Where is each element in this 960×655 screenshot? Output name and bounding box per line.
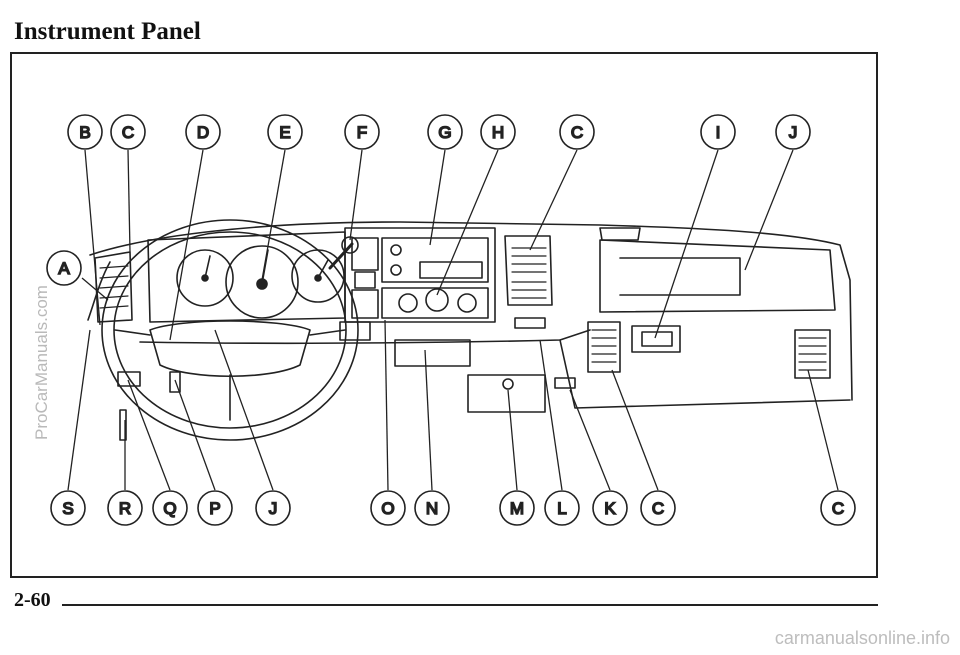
center-vent — [504, 235, 553, 306]
callout-I: I — [700, 114, 736, 150]
callout-H: H — [480, 114, 516, 150]
svg-text:N: N — [426, 499, 438, 518]
steering-wheel — [101, 219, 359, 441]
svg-text:P: P — [209, 499, 220, 518]
lower-vent-center — [587, 321, 621, 373]
svg-text:M: M — [510, 499, 524, 518]
svg-text:R: R — [119, 499, 131, 518]
svg-text:Q: Q — [163, 499, 176, 518]
callout-D: D — [185, 114, 221, 150]
svg-text:S: S — [62, 499, 73, 518]
figure-frame — [10, 52, 878, 578]
page-number: 2-60 — [14, 589, 51, 611]
svg-text:C: C — [122, 123, 134, 142]
svg-text:J: J — [269, 499, 278, 518]
svg-text:I: I — [716, 123, 721, 142]
callout-P: P — [197, 490, 233, 526]
steering-hub — [149, 320, 311, 377]
callout-C: C — [110, 114, 146, 150]
callout-J: J — [775, 114, 811, 150]
footer-rule — [62, 604, 878, 606]
glovebox-panel — [599, 239, 836, 313]
svg-text:E: E — [279, 123, 290, 142]
callout-Q: Q — [152, 490, 188, 526]
callout-N: N — [414, 490, 450, 526]
svg-text:O: O — [381, 499, 394, 518]
callout-C-4: C — [820, 490, 856, 526]
temp-gauge — [176, 249, 234, 307]
callout-M: M — [499, 490, 535, 526]
lower-vent-right — [794, 329, 831, 379]
callout-S: S — [50, 490, 86, 526]
left-vent — [94, 251, 133, 323]
radio-unit — [381, 237, 489, 283]
callout-F: F — [344, 114, 380, 150]
callout-J-2: J — [255, 490, 291, 526]
svg-text:C: C — [652, 499, 664, 518]
footer-watermark: carmanualsonline.info — [774, 628, 950, 648]
svg-text:C: C — [571, 123, 583, 142]
page-title: Instrument Panel — [14, 18, 201, 45]
svg-text:K: K — [604, 499, 616, 518]
callout-R: R — [107, 490, 143, 526]
svg-text:H: H — [492, 123, 504, 142]
side-watermark: ProCarManuals.com — [32, 285, 51, 440]
climate-controls — [381, 287, 489, 319]
callout-O: O — [370, 490, 406, 526]
callout-E: E — [267, 114, 303, 150]
svg-text:J: J — [789, 123, 798, 142]
dash-top-outline — [89, 221, 853, 401]
callout-A: A — [46, 250, 82, 286]
callout-C-3: C — [640, 490, 676, 526]
callout-L: L — [544, 490, 580, 526]
svg-text:G: G — [438, 123, 451, 142]
callout-C-2: C — [559, 114, 595, 150]
svg-text:A: A — [58, 259, 70, 278]
glovebox-handle — [631, 325, 681, 353]
svg-text:B: B — [79, 123, 90, 142]
svg-text:L: L — [557, 499, 566, 518]
ashtray — [467, 374, 546, 413]
callout-G: G — [427, 114, 463, 150]
svg-text:C: C — [832, 499, 844, 518]
speedometer — [225, 245, 299, 319]
callout-K: K — [592, 490, 628, 526]
svg-text:D: D — [197, 123, 209, 142]
callout-B: B — [67, 114, 103, 150]
svg-text:F: F — [357, 123, 367, 142]
